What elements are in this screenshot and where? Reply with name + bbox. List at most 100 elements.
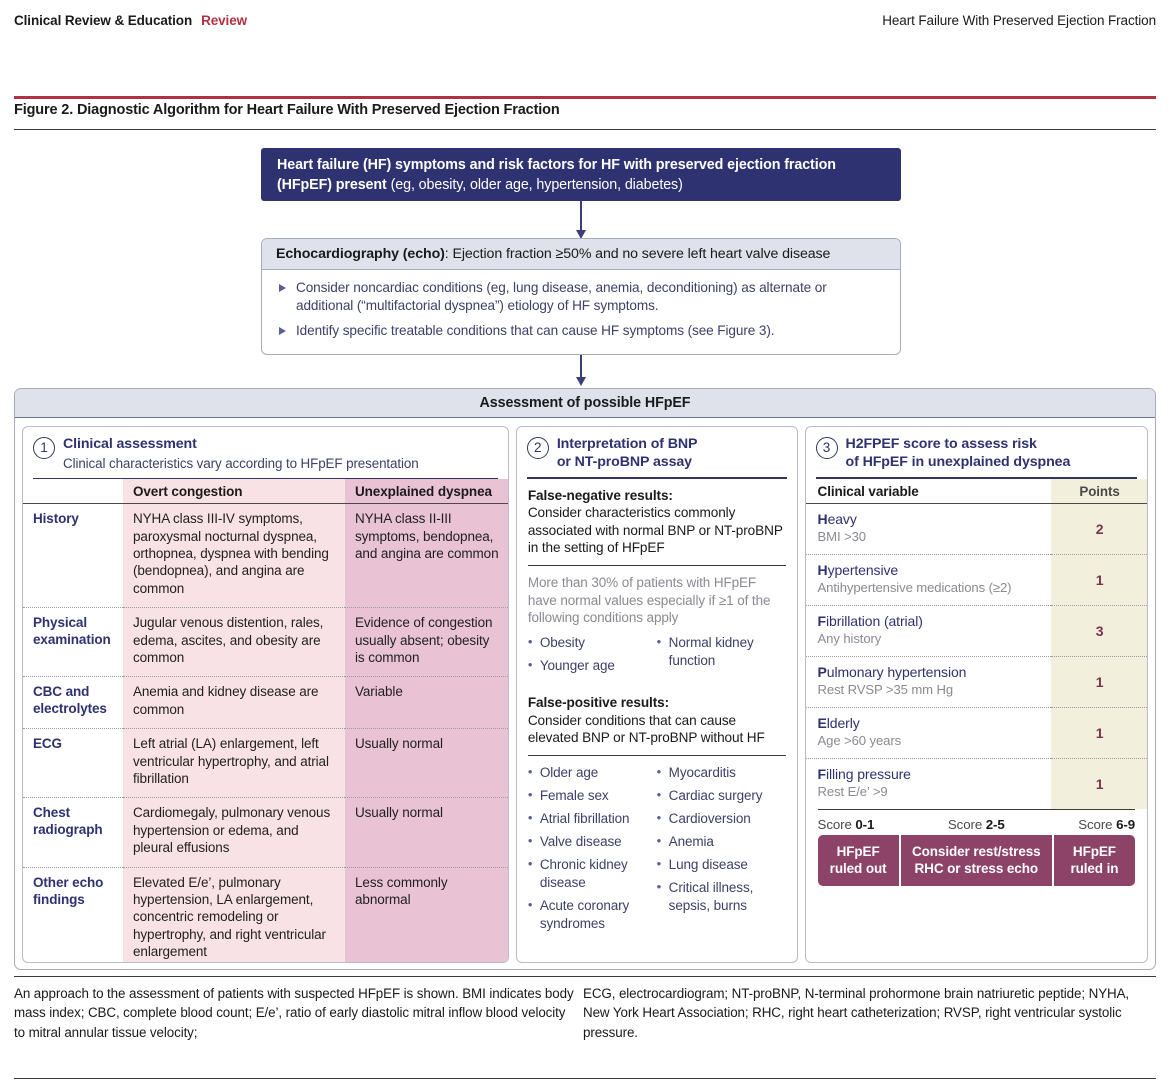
score-value: 2-5: [985, 817, 1005, 833]
list-item: Cardiac surgery: [657, 786, 786, 805]
hf-symptoms-examples-text: (eg, obesity, older age, hypertension, d…: [386, 176, 683, 193]
row-overt-congestion: Left atrial (LA) enlargement, left ventr…: [123, 728, 345, 798]
figure-title: Figure 2. Diagnostic Algorithm for Heart…: [14, 102, 560, 118]
score-points-cell: 1: [1050, 757, 1147, 809]
false-negative-divider: [527, 564, 786, 567]
list-item: Chronic kidney disease: [528, 855, 657, 892]
score-range-label-1: Score 0-1: [818, 817, 899, 832]
score-prefix: Score: [1078, 817, 1117, 833]
row-overt-congestion: Anemia and kidney disease are common: [123, 676, 345, 729]
assessment-columns: 1 Clinical assessment Clinical character…: [15, 418, 1155, 969]
row-overt-congestion: NYHA class III-IV symptoms, paroxysmal n…: [123, 503, 345, 608]
column2-title-line1: Interpretation of BNP: [556, 436, 698, 452]
false-negative-bullets-left: Obesity Younger age: [528, 633, 657, 680]
column1-header-overt: Overt congestion: [123, 479, 345, 505]
table-row: Other echo findings Elevated E/e’, pulmo…: [23, 866, 508, 962]
false-negative-note: More than 30% of patients with HFpEF hav…: [527, 575, 771, 626]
variable-name: illing pressure: [826, 765, 911, 782]
variable-detail: Rest RVSP >35 mm Hg: [817, 682, 954, 698]
hf-symptoms-box: Heart failure (HF) symptoms and risk fac…: [261, 148, 901, 201]
list-item: Lung disease: [657, 855, 786, 874]
row-overt-congestion: Elevated E/e’, pulmonary hypertension, L…: [123, 866, 345, 962]
echo-bullet-item: Identify specific treatable conditions t…: [276, 322, 886, 340]
score-variable-cell: Filling pressure Rest E/e’ >9: [805, 757, 1051, 809]
column1-header-rule: [33, 477, 498, 480]
score-points-cell: 3: [1050, 604, 1147, 657]
journal-section-label: Clinical Review & Education: [14, 13, 193, 28]
list-item: Myocarditis: [657, 763, 786, 782]
list-item: Acute coronary syndromes: [528, 896, 657, 933]
variable-detail: Age >60 years: [817, 733, 902, 749]
points-header: Points: [1050, 478, 1147, 504]
table-row: Fibrillation (atrial) Any history 3: [805, 604, 1147, 657]
triangle-bullet-icon: [279, 284, 286, 292]
table-row: History NYHA class III-IV symptoms, paro…: [23, 503, 508, 608]
table-row: Heavy BMI >30 2: [806, 503, 1147, 555]
list-item: Younger age: [528, 656, 657, 675]
column-bnp-interpretation: 2 Interpretation of BNP or NT-proBNP ass…: [515, 426, 798, 963]
table-header-row: Clinical variable Points: [805, 478, 1147, 504]
variable-name: eavy: [827, 510, 857, 527]
row-label: CBC and electrolytes: [23, 676, 123, 729]
variable-detail: Rest E/e’ >9: [817, 784, 888, 800]
false-positive-body: Consider conditions that can cause eleva…: [527, 712, 765, 746]
score-range-label-3: Score 6-9: [1054, 817, 1135, 832]
score-prefix: Score: [947, 817, 986, 833]
variable-initial: F: [817, 765, 827, 782]
list-item: Critical illness, sepsis, burns: [657, 878, 786, 915]
score-result-bar: HFpEF ruled out Consider rest/stress RHC…: [817, 835, 1135, 887]
row-unexplained-dyspnea: Variable: [345, 676, 508, 729]
row-label: ECG: [23, 728, 123, 798]
assessment-panel: Assessment of possible HFpEF 1 Clinical …: [14, 388, 1156, 970]
false-positive-heading: False-positive results:: [527, 694, 670, 710]
column2-header-rule: [526, 477, 787, 479]
footnote-left: An approach to the assessment of patient…: [14, 986, 574, 1040]
score-variable-cell: Heavy BMI >30: [806, 503, 1051, 554]
table-row: Pulmonary hypertension Rest RVSP >35 mm …: [805, 655, 1147, 708]
column2-title-line2: or NT-proBNP assay: [556, 453, 692, 470]
column3-title-line1: H2FPEF score to assess risk: [845, 436, 1037, 452]
row-label: Other echo findings: [23, 866, 123, 962]
list-item: Normal kidney function: [657, 633, 786, 670]
column1-header-dyspnea: Unexplained dyspnea: [345, 479, 508, 505]
variable-name: lderly: [826, 714, 860, 731]
score-interpretation: Score 0-1 Score 2-5 Score 6-9 HFpEF rule…: [806, 810, 1147, 887]
table-row: CBC and electrolytes Anemia and kidney d…: [23, 676, 508, 729]
variable-initial: F: [817, 612, 827, 629]
table-row: Filling pressure Rest E/e’ >9 1: [805, 757, 1147, 809]
variable-initial: H: [817, 561, 828, 578]
score-points-cell: 1: [1050, 655, 1147, 708]
column-h2fpef-score: 3 H2FPEF score to assess risk of HFpEF i…: [804, 426, 1148, 963]
column3-title-line2: of HFpEF in unexplained dyspnea: [845, 453, 1071, 470]
echocardiography-header: Echocardiography (echo): Ejection fracti…: [262, 239, 900, 270]
list-item: Obesity: [528, 633, 657, 652]
assessment-panel-header: Assessment of possible HFpEF: [15, 389, 1155, 418]
echocardiography-box: Echocardiography (echo): Ejection fracti…: [261, 238, 901, 355]
score-variable-cell: Elderly Age >60 years: [805, 706, 1051, 759]
score-result-ruled-in: HFpEF ruled in: [1070, 844, 1119, 877]
score-value: 0-1: [855, 817, 875, 833]
score-points-cell: 1: [1050, 706, 1147, 759]
variable-initial: H: [817, 510, 828, 527]
footnote-bottom-rule: [14, 1078, 1156, 1080]
column1-title: Clinical assessment: [63, 436, 197, 452]
list-item: Female sex: [528, 786, 657, 805]
row-unexplained-dyspnea: Less commonly abnormal: [345, 866, 508, 962]
list-item: Cardioversion: [657, 809, 786, 828]
echocardiography-criteria: : Ejection fraction ≥50% and no severe l…: [444, 246, 831, 262]
red-divider-rule: [14, 96, 1156, 99]
triangle-bullet-icon: [279, 326, 286, 335]
variable-detail: Antihypertensive medications (≥2): [817, 580, 1012, 596]
echocardiography-label: Echocardiography (echo): [276, 246, 445, 262]
figure-title-underline: [14, 129, 1156, 131]
false-negative-bullets: Obesity Younger age Normal kidney functi…: [528, 633, 786, 680]
step-number-circle-2: 2: [526, 437, 549, 459]
clinical-variable-header: Clinical variable: [805, 478, 1051, 504]
score-value: 6-9: [1116, 817, 1135, 833]
running-head-title: Heart Failure With Preserved Ejection Fr…: [882, 13, 1156, 28]
false-positive-bullets-left: Older age Female sex Atrial fibrillation…: [528, 763, 657, 938]
score-points-cell: 1: [1050, 553, 1147, 606]
row-overt-congestion: Cardiomegaly, pulmonary venous hypertens…: [123, 797, 345, 868]
